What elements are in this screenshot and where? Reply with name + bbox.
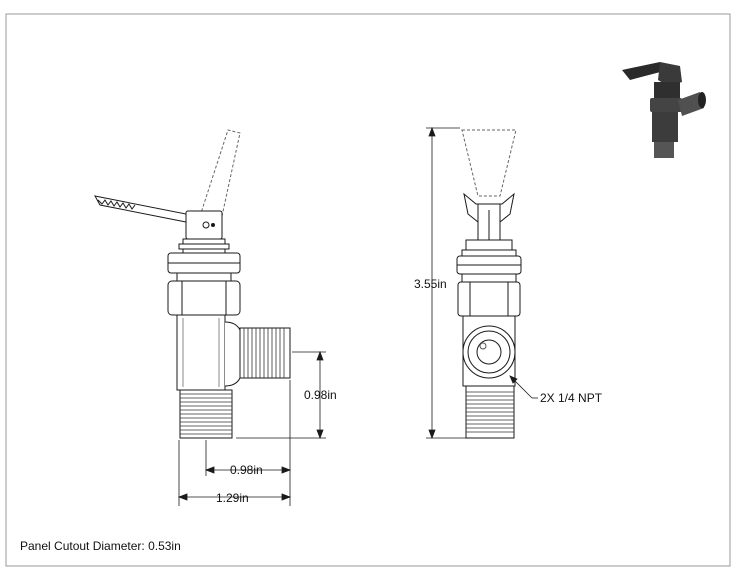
phantom-lever-side: [199, 129, 241, 217]
panel-cutout-note: Panel Cutout Diameter: 0.53in: [20, 539, 181, 553]
lever-hub: [185, 210, 223, 240]
bottom-thread-lines: [180, 393, 232, 435]
dim-height-overall: 3.55in: [414, 277, 447, 291]
lever-grip-teeth: [97, 199, 136, 210]
dim-overall-width: 1.29in: [216, 491, 249, 505]
side-view: [94, 129, 291, 439]
dim-port-offset: 0.98in: [230, 463, 263, 477]
sheet-border: [5, 13, 731, 567]
thread-note: 2X 1/4 NPT: [540, 391, 603, 405]
side-thread-port: [239, 327, 291, 379]
front-dimensions: [426, 126, 538, 440]
front-view: [456, 129, 522, 439]
valve-body: [176, 314, 226, 391]
lever-handle: [94, 195, 187, 223]
isometric-preview: [622, 62, 706, 158]
hex-body-front: [457, 281, 521, 317]
side-thread-lines: [243, 328, 285, 378]
side-dimensions: [177, 350, 326, 506]
hub-pin: [202, 221, 210, 229]
phantom-lever-front: [461, 129, 517, 197]
dim-port-height: 0.98in: [304, 388, 337, 402]
hex-body: [167, 280, 241, 316]
